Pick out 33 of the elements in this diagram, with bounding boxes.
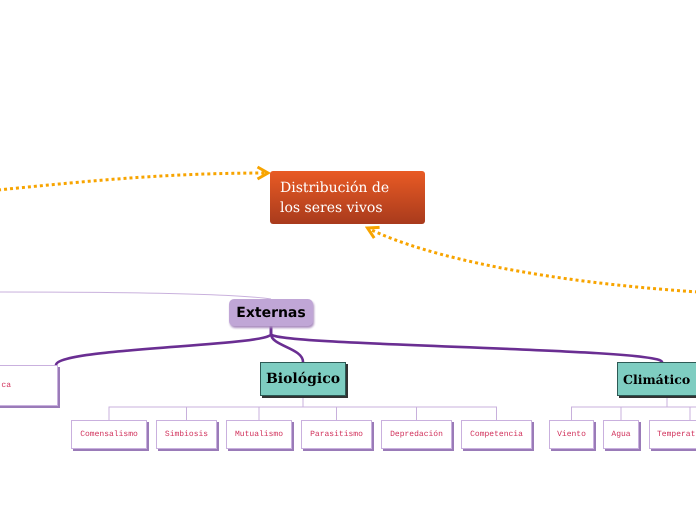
item-box: [461, 420, 532, 449]
item-box: [226, 420, 292, 449]
node-label: Competencia: [470, 430, 523, 439]
subcategory-box: [617, 362, 696, 396]
category-box: [229, 299, 313, 326]
node-label: Depredación: [390, 430, 443, 439]
node-label: Mutualismo: [234, 430, 283, 439]
node-label: Distribución de los seres vivos: [280, 178, 390, 218]
subcategory-box: [260, 362, 346, 396]
node-label: Agua: [611, 430, 631, 439]
node-label: Simbiosis: [164, 430, 208, 439]
node-label: Biológico: [266, 371, 340, 387]
node-label: Viento: [557, 430, 586, 439]
node-label: ca: [1, 381, 11, 390]
dotted-arrow: [366, 225, 696, 294]
item-box: [381, 420, 452, 449]
item-box: [71, 420, 147, 449]
connector-line: [270, 326, 662, 364]
item-box: [0, 365, 58, 406]
connector-line: [0, 292, 272, 300]
item-box: [301, 420, 372, 449]
node-label: Comensalismo: [80, 430, 138, 439]
item-box: [156, 420, 217, 449]
item-box: [549, 420, 594, 449]
connector-line: [302, 396, 497, 420]
node-label: Temperat: [657, 430, 696, 439]
node-label: Parasitismo: [310, 430, 363, 439]
topic-box: [270, 171, 425, 224]
item-box: [603, 420, 639, 449]
node-label: Externas: [236, 304, 306, 320]
dotted-arrow: [0, 166, 270, 192]
connector-line: [666, 396, 696, 408]
node-label: Climático: [623, 372, 690, 386]
